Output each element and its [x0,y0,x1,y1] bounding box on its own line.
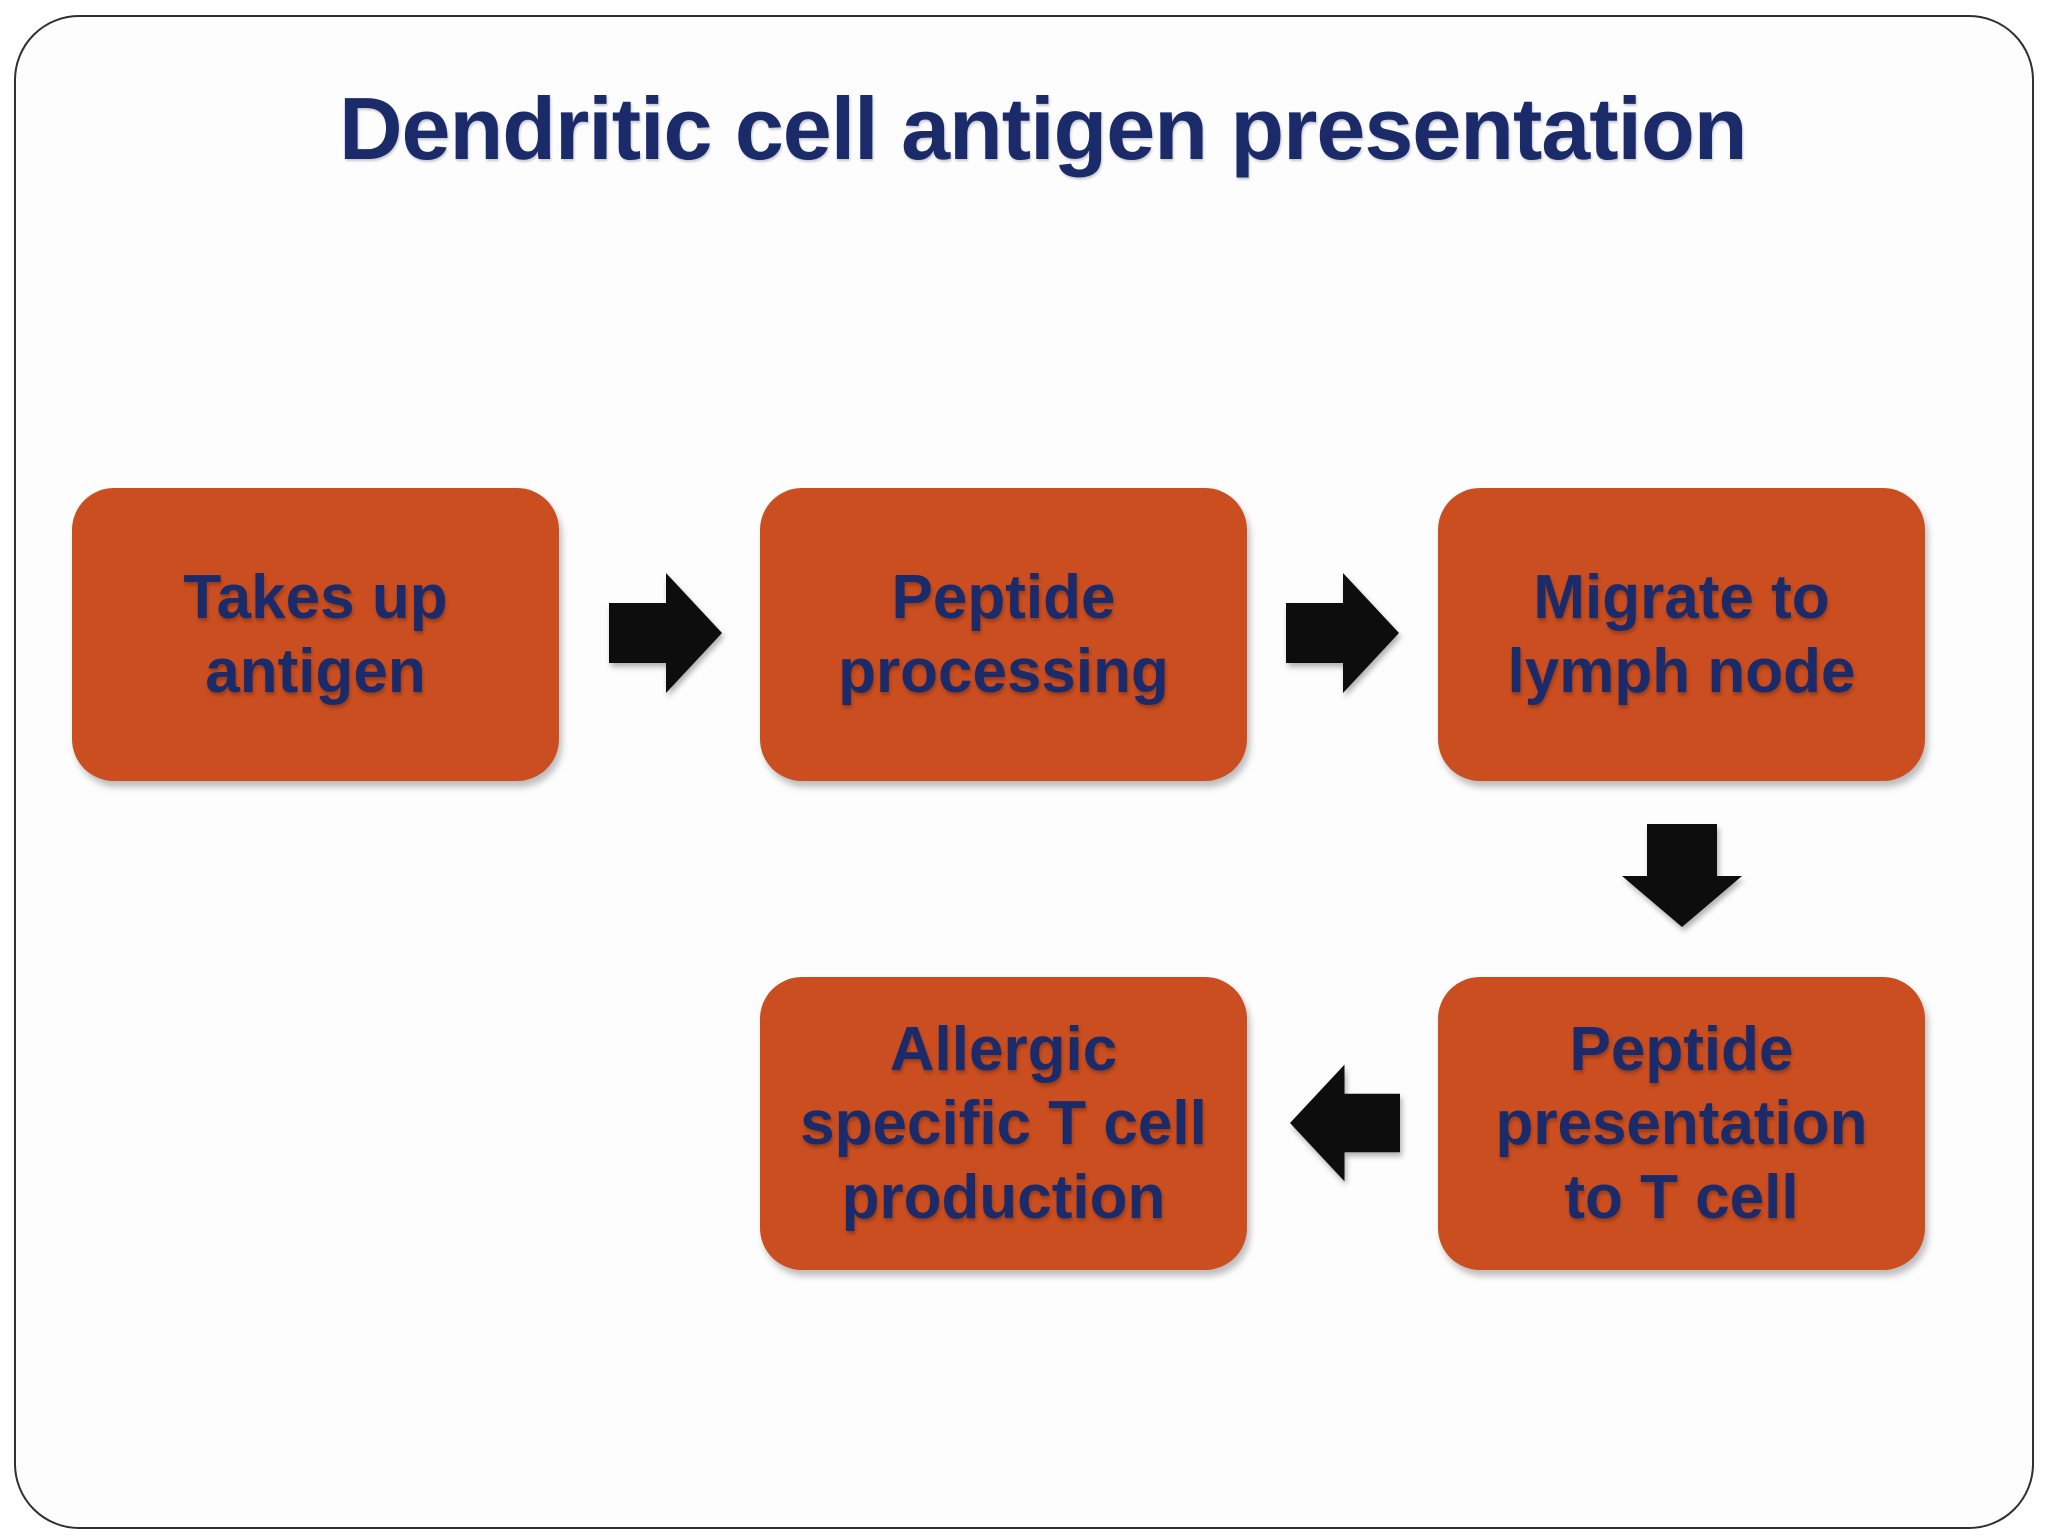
flow-box-label: Peptide processing [838,561,1169,709]
flow-box-allergic-specific-t-cell-production: Allergic specific T cell production [760,977,1247,1270]
label-line: Peptide [891,562,1116,632]
label-line: presentation [1495,1088,1868,1158]
arrow-right-icon [1286,573,1399,693]
label-line: specific T cell [800,1088,1207,1158]
arrow-down-icon [1622,824,1742,927]
label-line: antigen [205,636,426,706]
flow-box-peptide-presentation-to-t-cell: Peptide presentation to T cell [1438,977,1925,1270]
flow-box-migrate-to-lymph-node: Migrate to lymph node [1438,488,1925,781]
flow-box-label: Peptide presentation to T cell [1495,1013,1867,1235]
label-line: Allergic [889,1014,1118,1084]
arrow-left-icon [1290,1063,1400,1183]
flow-box-label: Takes up antigen [183,561,447,709]
flow-box-takes-up-antigen: Takes up antigen [72,488,559,781]
label-line: Peptide [1569,1014,1794,1084]
flow-box-label: Allergic specific T cell production [800,1013,1207,1235]
arrow-right-icon [609,573,722,693]
label-line: Migrate to [1533,562,1830,632]
flow-box-peptide-processing: Peptide processing [760,488,1247,781]
flow-box-label: Migrate to lymph node [1508,561,1856,709]
page-title: Dendritic cell antigen presentation [339,79,1748,178]
label-line: to T cell [1564,1162,1799,1232]
label-line: lymph node [1507,636,1856,706]
label-line: production [841,1162,1166,1232]
label-line: processing [838,636,1169,706]
label-line: Takes up [183,562,448,632]
